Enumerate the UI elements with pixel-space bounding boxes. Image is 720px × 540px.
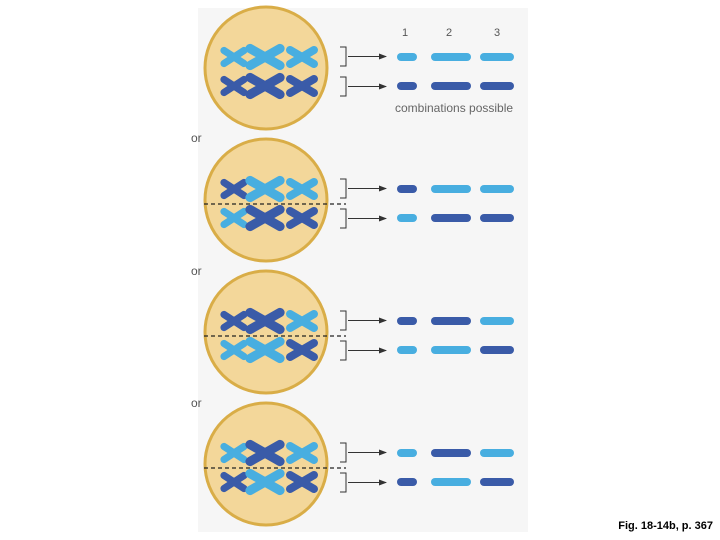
chromosome-bottom-2 xyxy=(245,72,285,100)
cell-membrane xyxy=(203,401,329,527)
centromere xyxy=(260,477,270,487)
chromosome-top-2 xyxy=(245,43,285,71)
centromere xyxy=(260,345,270,355)
gamete-top-1 xyxy=(397,53,417,61)
gamete-bottom-1 xyxy=(397,214,417,222)
chromosome-bottom-2 xyxy=(245,204,285,232)
gamete-top-1 xyxy=(397,317,417,325)
centromere xyxy=(298,317,306,325)
centromere xyxy=(260,213,270,223)
chromosome-top-2 xyxy=(245,175,285,203)
or-label-2: or xyxy=(191,264,202,278)
gamete-top-1 xyxy=(397,185,417,193)
bracket-bottom xyxy=(340,472,347,493)
centromere xyxy=(298,346,306,354)
chromosome-top-2 xyxy=(245,439,285,467)
gamete-top-2 xyxy=(431,449,471,457)
chromosome-bottom-2 xyxy=(245,468,285,496)
gamete-top-2 xyxy=(431,53,471,61)
chromosome-bottom-3 xyxy=(286,339,318,361)
bracket-bottom xyxy=(340,76,347,97)
chromosome-bottom-3 xyxy=(286,207,318,229)
gamete-bottom-1 xyxy=(397,82,417,90)
bracket-bottom xyxy=(340,340,347,361)
metaphase-cell-2 xyxy=(203,137,514,263)
chromosome-top-1 xyxy=(220,310,248,332)
gamete-bottom-1 xyxy=(397,346,417,354)
centromere xyxy=(298,214,306,222)
centromere xyxy=(230,53,238,61)
cell-membrane xyxy=(203,5,329,131)
gamete-bottom-2 xyxy=(431,214,471,222)
centromere xyxy=(230,317,238,325)
column-label-1: 1 xyxy=(402,27,409,39)
centromere xyxy=(260,316,270,326)
bracket-top xyxy=(340,310,347,331)
chromosome-top-1 xyxy=(220,178,248,200)
gamete-top-3 xyxy=(480,185,514,193)
centromere xyxy=(298,53,306,61)
chromosome-top-3 xyxy=(286,310,318,332)
chromosome-top-1 xyxy=(220,442,248,464)
chromosome-bottom-3 xyxy=(286,471,318,493)
gamete-bottom-3 xyxy=(480,82,514,90)
chromosome-bottom-1 xyxy=(220,75,248,97)
figure-caption: Fig. 18-14b, p. 367 xyxy=(618,520,713,532)
centromere xyxy=(230,185,238,193)
centromere xyxy=(230,478,238,486)
bracket-top xyxy=(340,178,347,199)
chromosome-top-3 xyxy=(286,178,318,200)
metaphase-cell-4 xyxy=(203,401,514,527)
cell-membrane xyxy=(203,137,329,263)
gamete-bottom-1 xyxy=(397,478,417,486)
centromere xyxy=(230,449,238,457)
centromere xyxy=(230,346,238,354)
metaphase-cell-3 xyxy=(203,269,514,395)
gamete-bottom-3 xyxy=(480,214,514,222)
centromere xyxy=(298,82,306,90)
chromosome-top-1 xyxy=(220,46,248,68)
centromere xyxy=(298,478,306,486)
chromosome-bottom-1 xyxy=(220,471,248,493)
bracket-bottom xyxy=(340,208,347,229)
gamete-top-3 xyxy=(480,317,514,325)
centromere xyxy=(260,81,270,91)
centromere xyxy=(230,82,238,90)
gamete-bottom-2 xyxy=(431,478,471,486)
chromosome-bottom-1 xyxy=(220,207,248,229)
centromere xyxy=(260,184,270,194)
chromosome-bottom-2 xyxy=(245,336,285,364)
bracket-top xyxy=(340,46,347,67)
centromere xyxy=(260,448,270,458)
or-label-1: or xyxy=(191,131,202,145)
chromosome-bottom-1 xyxy=(220,339,248,361)
chromosome-top-3 xyxy=(286,442,318,464)
gamete-top-3 xyxy=(480,53,514,61)
chromosome-top-2 xyxy=(245,307,285,335)
or-label-3: or xyxy=(191,396,202,410)
centromere xyxy=(298,449,306,457)
cell-membrane xyxy=(203,269,329,395)
gamete-top-2 xyxy=(431,185,471,193)
column-label-3: 3 xyxy=(494,27,501,39)
column-label-2: 2 xyxy=(446,27,453,39)
gamete-bottom-3 xyxy=(480,478,514,486)
gamete-top-3 xyxy=(480,449,514,457)
centromere xyxy=(298,185,306,193)
chromosome-top-3 xyxy=(286,46,318,68)
chromosome-bottom-3 xyxy=(286,75,318,97)
gamete-bottom-3 xyxy=(480,346,514,354)
bracket-top xyxy=(340,442,347,463)
gamete-bottom-2 xyxy=(431,82,471,90)
gamete-top-2 xyxy=(431,317,471,325)
gamete-top-1 xyxy=(397,449,417,457)
gamete-bottom-2 xyxy=(431,346,471,354)
centromere xyxy=(260,52,270,62)
metaphase-cell-1 xyxy=(203,5,514,131)
combinations-possible-label: combinations possible xyxy=(395,101,514,115)
centromere xyxy=(230,214,238,222)
